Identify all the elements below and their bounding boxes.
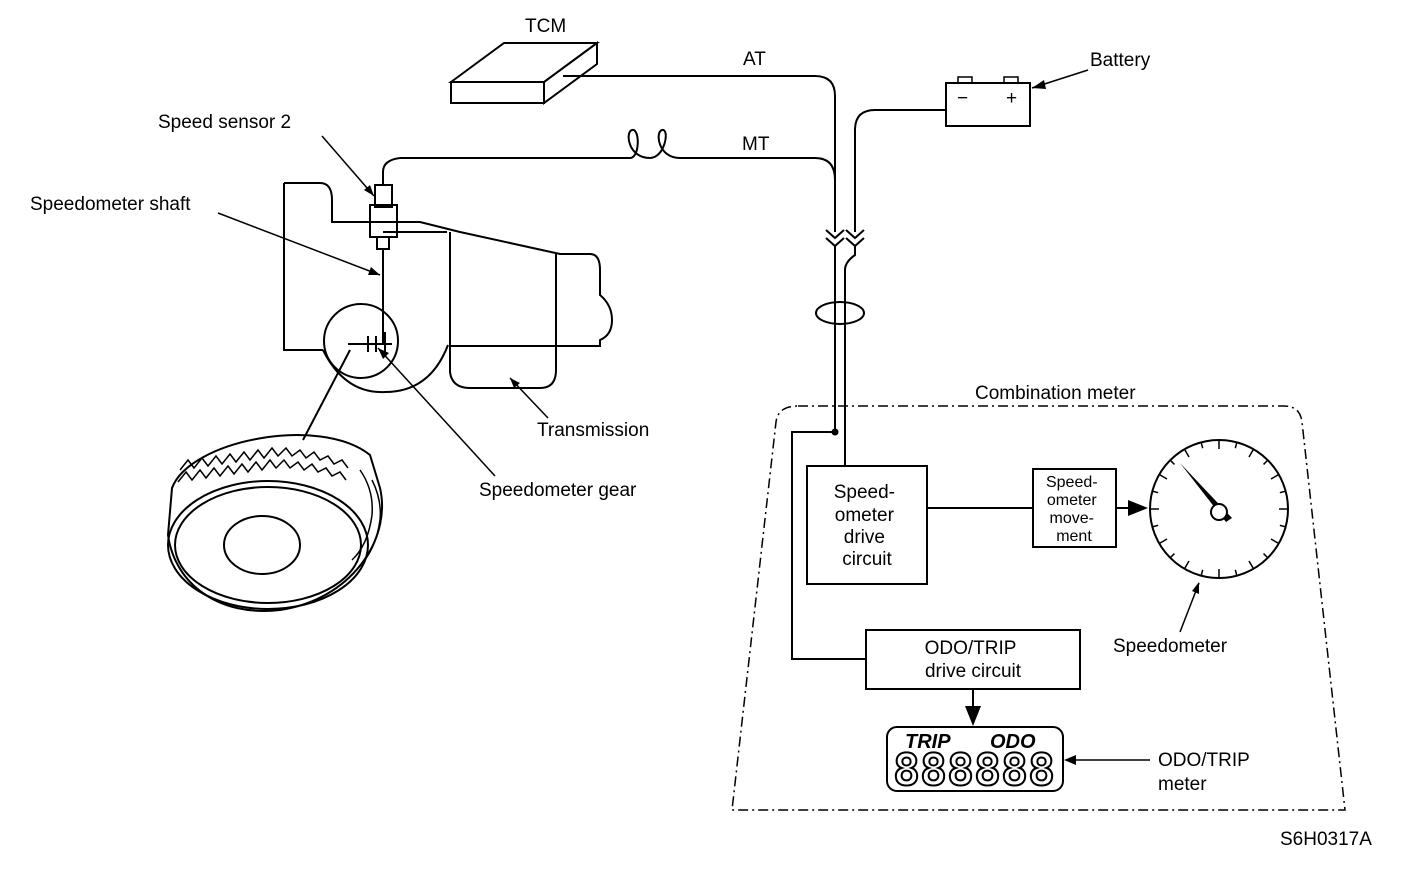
connector-icon xyxy=(825,229,865,248)
battery-plus: + xyxy=(1006,88,1017,109)
odo-trip-meter-label-1: ODO/TRIP xyxy=(1158,750,1250,771)
figure-code: S6H0317A xyxy=(1280,829,1372,850)
battery-icon xyxy=(945,76,1031,127)
gauge-tick xyxy=(1248,560,1255,570)
transmission-arrowhead xyxy=(510,378,520,388)
harness-clamp xyxy=(815,301,865,325)
mt-wire xyxy=(382,129,836,232)
junction-dot xyxy=(831,428,839,436)
gauge-tick xyxy=(1279,490,1286,494)
display-digits: 888888 xyxy=(893,745,1055,796)
speedometer-shaft-arrowhead xyxy=(368,267,380,275)
speedometer-gear-label: Speedometer gear xyxy=(479,480,637,501)
gauge-tick xyxy=(1152,524,1159,528)
gauge-tick xyxy=(1200,569,1204,576)
transmission-label: Transmission xyxy=(537,420,649,441)
odo-circuit-label: ODO/TRIP drive circuit xyxy=(925,638,1022,682)
combination-meter-label: Combination meter xyxy=(975,383,1136,404)
display-trip-label: TRIP xyxy=(905,731,951,753)
battery-wire xyxy=(854,109,946,232)
battery-minus: − xyxy=(957,88,968,109)
gauge-tick xyxy=(1234,569,1238,576)
speedometer-gauge-icon xyxy=(1149,439,1289,579)
gauge-tick xyxy=(1152,490,1159,494)
gauge-tick xyxy=(1169,553,1175,559)
odo-arrowhead xyxy=(965,706,981,726)
tcm-module xyxy=(447,41,601,105)
speedometer-label: Speedometer xyxy=(1113,636,1228,657)
gauge-tick xyxy=(1200,442,1204,449)
odo-trip-arrowhead xyxy=(1064,755,1076,765)
drive-circuit-label: Speed- ometer drive circuit xyxy=(834,482,901,570)
gauge-tick xyxy=(1183,448,1190,458)
gauge-tick xyxy=(1270,538,1280,545)
battery-label: Battery xyxy=(1090,50,1151,71)
odo-feed-wire xyxy=(791,431,866,660)
battery-arrowhead xyxy=(1032,80,1046,89)
at-label: AT xyxy=(743,49,766,70)
combination-meter-outline xyxy=(731,405,1346,811)
mt-label: MT xyxy=(742,134,770,155)
speedometer-gear-arrowhead xyxy=(378,348,389,359)
odo-trip-display xyxy=(886,726,1064,792)
speedometer-gear-leader xyxy=(377,347,496,477)
tire-icon xyxy=(166,434,383,612)
speedometer-shaft-label: Speedometer shaft xyxy=(30,194,191,215)
transmission-body xyxy=(283,182,614,394)
speed-sensor-arrowhead xyxy=(364,185,374,196)
speed-sensor-leader xyxy=(321,135,375,197)
gauge-tick xyxy=(1263,459,1269,465)
speedometer-gear-housing xyxy=(323,303,399,379)
gauge-tick xyxy=(1158,473,1168,480)
gauge-tick xyxy=(1234,442,1238,449)
gauge-tick xyxy=(1270,473,1280,480)
speed-sensor-icon xyxy=(369,184,398,250)
display-odo-label: ODO xyxy=(990,731,1036,753)
gauge-tick xyxy=(1248,448,1255,458)
gauge-tick xyxy=(1169,459,1175,465)
power-wire xyxy=(844,246,856,466)
movement-arrowhead xyxy=(1128,500,1148,516)
gauge-tick xyxy=(1158,538,1168,545)
speedometer-arrowhead xyxy=(1192,582,1199,594)
tcm-label: TCM xyxy=(525,16,566,37)
speedometer-shaft-leader xyxy=(217,212,381,276)
odo-trip-meter-label-2: meter xyxy=(1158,774,1207,795)
wheel-link xyxy=(302,349,351,441)
gauge-tick xyxy=(1183,560,1190,570)
gauge-tick xyxy=(1279,524,1286,528)
drive-circuit-box xyxy=(806,465,928,585)
movement-label: Speed- ometer move- ment xyxy=(1046,474,1102,545)
gauge-tick xyxy=(1263,553,1269,559)
speed-sensor-label: Speed sensor 2 xyxy=(158,112,291,133)
at-wire xyxy=(563,75,836,232)
